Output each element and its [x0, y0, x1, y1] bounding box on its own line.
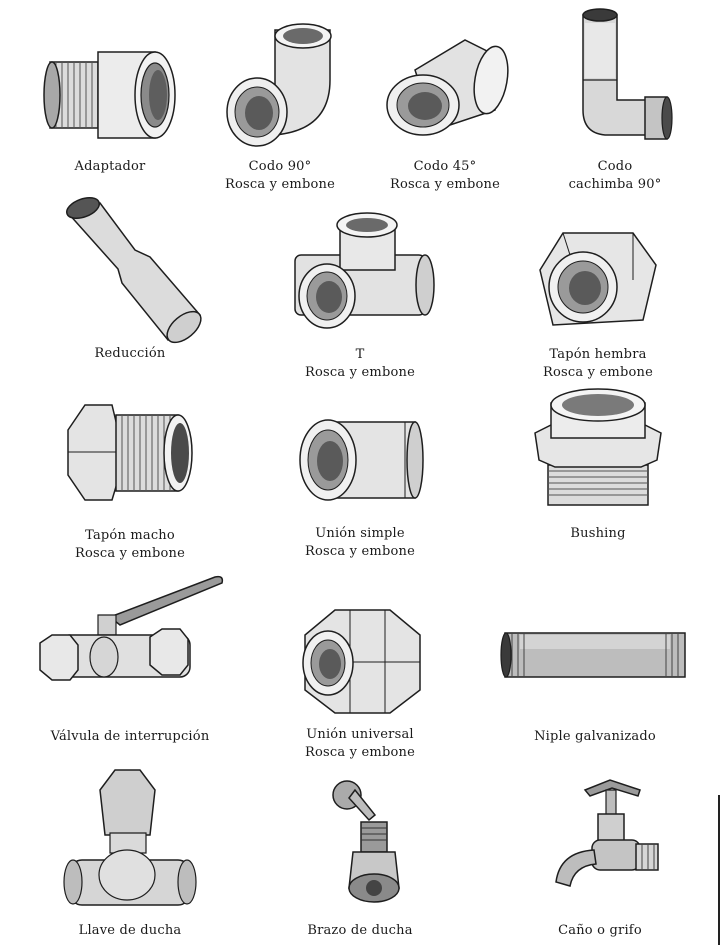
- label-valvula: Válvula de interrupción: [40, 728, 220, 746]
- label-line: Rosca y embone: [305, 544, 415, 559]
- label-bushing: Bushing: [508, 525, 688, 543]
- union-universal-illustration: [290, 605, 430, 715]
- label-reduccion: Reducción: [40, 345, 220, 363]
- valvula-illustration: [40, 565, 230, 705]
- label-line: Niple galvanizado: [534, 729, 656, 744]
- reduccion-illustration: [50, 195, 210, 345]
- bushing-illustration: [533, 385, 663, 515]
- label-tapon-hembra: Tapón hembra Rosca y embone: [508, 346, 688, 382]
- label-line: Válvula de interrupción: [50, 729, 210, 744]
- label-t: T Rosca y embone: [270, 346, 450, 382]
- label-codo-45: Codo 45° Rosca y embone: [355, 158, 535, 194]
- label-union-simple: Unión simple Rosca y embone: [270, 525, 450, 561]
- label-line: Tapón macho: [85, 528, 175, 543]
- label-line: Rosca y embone: [390, 177, 500, 192]
- fitting-bushing: Bushing: [508, 385, 688, 550]
- label-line: Unión simple: [315, 526, 405, 541]
- adaptador-illustration: [40, 40, 180, 140]
- label-line: Brazo de ducha: [307, 923, 413, 938]
- label-line: Adaptador: [74, 159, 146, 174]
- fitting-tapon-macho: Tapón macho Rosca y embone: [40, 400, 220, 565]
- llave-ducha-illustration: [55, 765, 205, 915]
- fitting-cano-grifo: Caño o grifo: [510, 770, 690, 945]
- label-line: Caño o grifo: [558, 923, 642, 938]
- label-brazo-ducha: Brazo de ducha: [270, 922, 450, 940]
- label-line: Bushing: [570, 526, 626, 541]
- label-niple: Niple galvanizado: [505, 728, 685, 746]
- tapon-macho-illustration: [60, 400, 200, 505]
- label-adaptador: Adaptador: [20, 158, 200, 176]
- label-tapon-macho: Tapón macho Rosca y embone: [40, 527, 220, 563]
- codo-45-illustration: [375, 30, 515, 140]
- label-line: Tapón hembra: [549, 347, 647, 362]
- fitting-codo-45: Codo 45° Rosca y embone: [355, 30, 535, 200]
- label-cano-grifo: Caño o grifo: [510, 922, 690, 940]
- fitting-union-universal: Unión universal Rosca y embone: [270, 605, 450, 770]
- fitting-t: T Rosca y embone: [270, 210, 450, 385]
- page-edge-divider: [718, 795, 720, 945]
- fitting-niple: Niple galvanizado: [505, 625, 685, 755]
- label-union-universal: Unión universal Rosca y embone: [270, 726, 450, 762]
- label-line: Unión universal: [306, 727, 414, 742]
- label-line: Rosca y embone: [543, 365, 653, 380]
- fitting-tapon-hembra: Tapón hembra Rosca y embone: [508, 225, 688, 385]
- tapon-hembra-illustration: [538, 225, 658, 335]
- label-line: Codo 45°: [413, 159, 477, 174]
- codo-90-illustration: [215, 20, 345, 150]
- t-illustration: [285, 210, 435, 340]
- fitting-union-simple: Unión simple Rosca y embone: [270, 410, 450, 565]
- cano-grifo-illustration: [530, 770, 670, 910]
- label-line: Codo 90°: [248, 159, 312, 174]
- label-llave-ducha: Llave de ducha: [40, 922, 220, 940]
- label-line: Rosca y embone: [75, 546, 185, 561]
- label-codo-cachimba: Codo cachimba 90°: [525, 158, 705, 194]
- fitting-adaptador: Adaptador: [20, 40, 200, 190]
- label-line: Codo: [597, 159, 633, 174]
- label-line: cachimba 90°: [568, 177, 662, 192]
- label-line: T: [355, 347, 365, 362]
- label-line: Rosca y embone: [305, 745, 415, 760]
- union-simple-illustration: [290, 410, 430, 510]
- label-line: Llave de ducha: [78, 923, 182, 938]
- fitting-codo-cachimba: Codo cachimba 90°: [525, 5, 705, 200]
- label-codo-90: Codo 90° Rosca y embone: [190, 158, 370, 194]
- fitting-reduccion: Reducción: [40, 195, 220, 370]
- niple-illustration: [500, 625, 690, 685]
- codo-cachimba-illustration: [545, 5, 685, 145]
- label-line: Rosca y embone: [225, 177, 335, 192]
- fitting-brazo-ducha: Brazo de ducha: [270, 770, 450, 945]
- brazo-ducha-illustration: [295, 770, 425, 910]
- fitting-valvula: Válvula de interrupción: [40, 565, 220, 750]
- label-line: Rosca y embone: [305, 365, 415, 380]
- fitting-llave-ducha: Llave de ducha: [40, 765, 220, 945]
- fitting-codo-90: Codo 90° Rosca y embone: [190, 20, 370, 200]
- label-line: Reducción: [94, 346, 166, 361]
